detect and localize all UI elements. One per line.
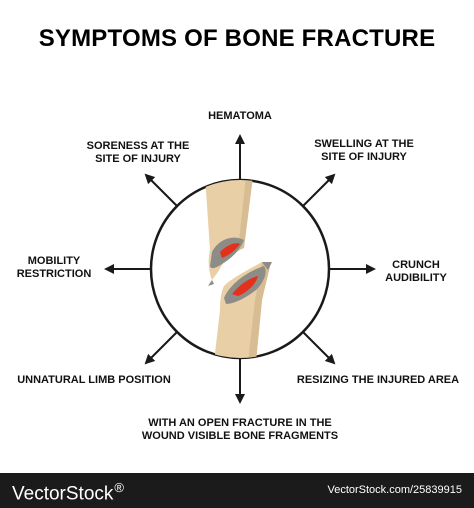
wound-upper — [220, 243, 240, 258]
label-hematoma: HEMATOMA — [208, 110, 272, 122]
page-title: SYMPTOMS OF BONE FRACTURE — [38, 25, 436, 52]
arrow-swelling — [302, 173, 336, 207]
arrow-soreness — [144, 173, 178, 207]
label-crunch: CRUNCH AUDIBILITY — [385, 259, 447, 284]
footer-bar: VectorStock® VectorStock.com/25839915 — [0, 473, 474, 508]
wound-lower — [232, 276, 258, 296]
label-soreness: SORENESS AT THE SITE OF INJURY — [86, 140, 190, 165]
brand-name: VectorStock — [12, 483, 114, 505]
arrow-unnatural — [144, 331, 178, 365]
label-mobility: MOBILITY RESTRICTION — [16, 255, 92, 280]
label-unnatural: UNNATURAL LIMB POSITION — [17, 374, 171, 386]
broken-bone — [205, 180, 272, 358]
label-resizing: RESIZING THE INJURED AREA — [296, 374, 460, 386]
image-credit: VectorStock.com/25839915 — [327, 484, 462, 496]
brand-logo: VectorStock® — [12, 480, 124, 505]
label-swelling: SWELLING AT THE SITE OF INJURY — [314, 138, 414, 163]
arrows — [104, 134, 376, 404]
arrow-resizing — [302, 331, 336, 365]
registered-mark: ® — [114, 480, 124, 495]
label-open-fracture: WITH AN OPEN FRACTURE IN THE WOUND VISIB… — [141, 417, 339, 442]
